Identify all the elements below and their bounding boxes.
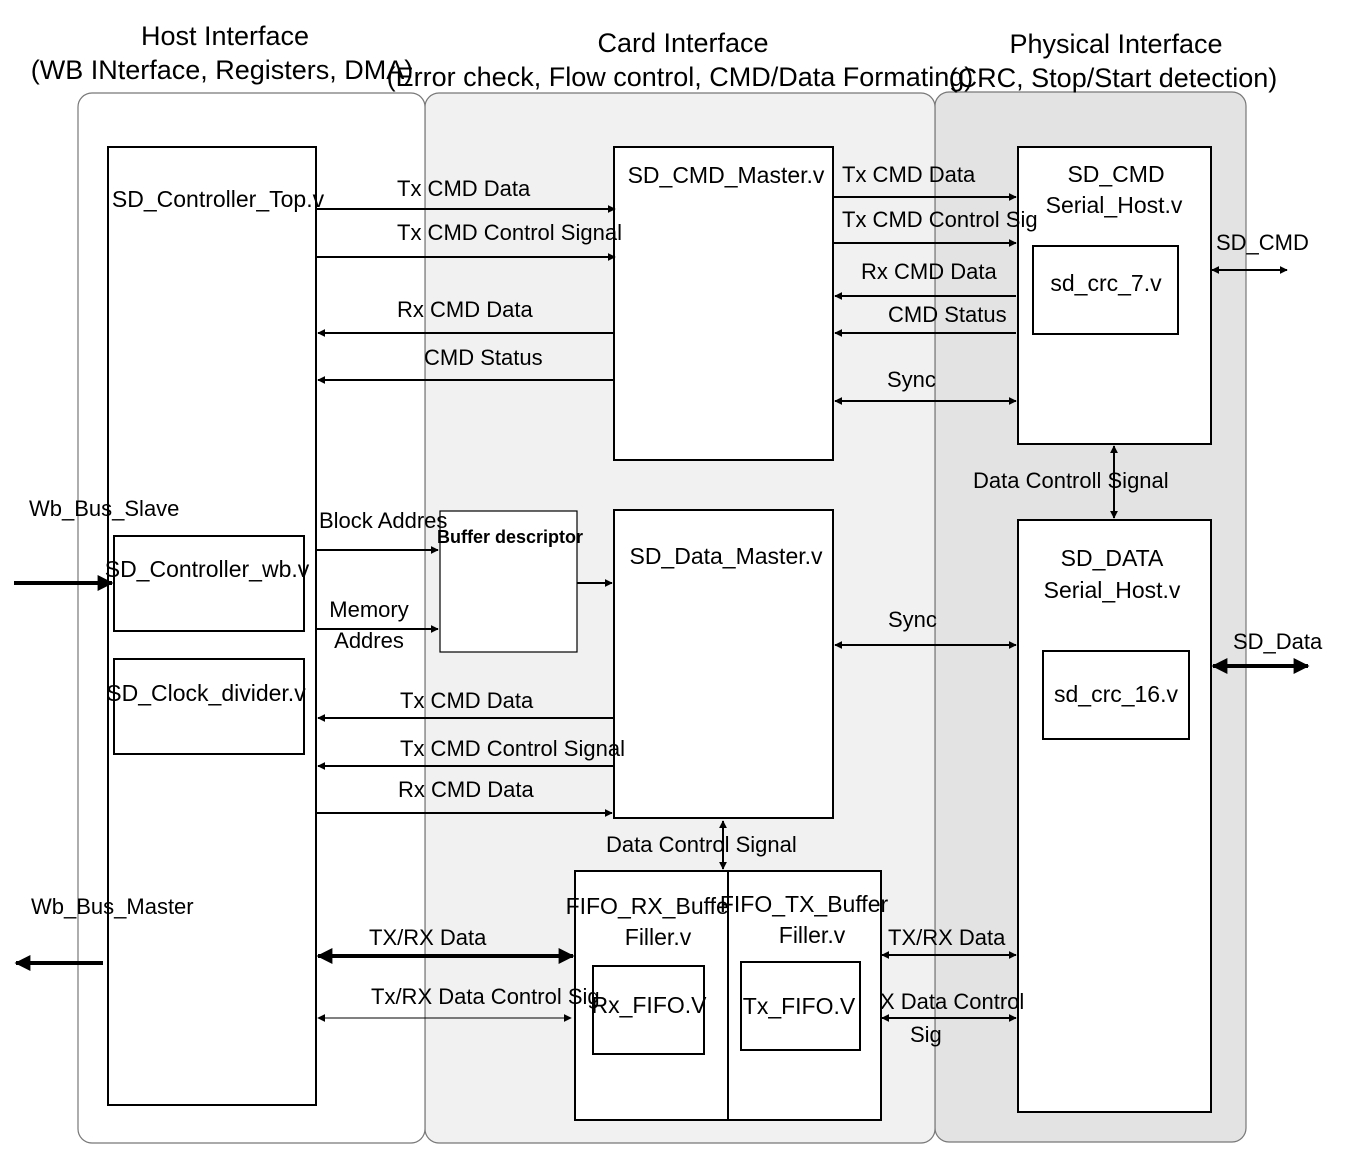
- sd-data-master-block: [613, 509, 834, 819]
- addres-label: Addres: [334, 628, 404, 653]
- sd-cmd-label: SD_CMD: [1216, 230, 1309, 255]
- sd-data-serial-host-label-2: Serial_Host.v: [1044, 577, 1181, 603]
- fifo-tx-buffer-filler-label-2: Filler.v: [779, 922, 846, 948]
- right-cmd-status-label: CMD Status: [888, 302, 1007, 327]
- sd-controller-top-label: SD_Controller_Top.v: [112, 186, 325, 212]
- sd-data-serial-host-label-1: SD_DATA: [1061, 545, 1164, 571]
- txrx-ctrl-right-label-1: X Data Control: [880, 989, 1024, 1014]
- low-tx-cmd-ctrl-label: Tx CMD Control Signal: [400, 736, 625, 761]
- sd-data-serial-host-block: [1017, 519, 1212, 1113]
- top-rx-cmd-data-label: Rx CMD Data: [397, 297, 533, 322]
- sd-crc-7-block: [1032, 245, 1179, 335]
- sd-controller-wb-label: SD_Controller_wb.v: [105, 556, 310, 582]
- right-tx-cmd-data-label: Tx CMD Data: [842, 162, 976, 187]
- physical-interface-subtitle: (CRC, Stop/Start detection): [949, 63, 1278, 93]
- sd-cmd-serial-host-label-1: SD_CMD: [1067, 161, 1164, 187]
- physical-interface-title: Physical Interface: [1009, 29, 1222, 59]
- sd-clock-divider-label: SD_Clock_divider.v: [106, 680, 306, 706]
- txrx-ctrl-right-label-2: Sig: [910, 1022, 942, 1047]
- tx-fifo-block: [740, 961, 861, 1051]
- data-control-signal-label: Data Control Signal: [606, 832, 797, 857]
- txrx-ctrl-left-label: Tx/RX Data Control Sig: [371, 984, 600, 1009]
- fifo-rx-buffer-filler-label-1: FIFO_RX_Buffer: [566, 893, 737, 919]
- sd-crc-16-block: [1042, 650, 1190, 740]
- memory-label: Memory: [329, 597, 408, 622]
- fifo-tx-buffer-filler-label-1: FIFO_TX_Buffer: [720, 891, 889, 917]
- card-interface-subtitle: (Error check, Flow control, CMD/Data For…: [387, 62, 974, 92]
- low-rx-cmd-data-label: Rx CMD Data: [398, 777, 534, 802]
- sd-clock-divider-block: [113, 658, 305, 755]
- tx-fifo-label: Tx_FIFO.V: [743, 993, 856, 1019]
- block-addres-label: Block Addres: [319, 508, 447, 533]
- low-tx-cmd-data-label: Tx CMD Data: [400, 688, 534, 713]
- top-tx-cmd-ctrl-label: Tx CMD Control Signal: [397, 220, 622, 245]
- right-tx-cmd-ctrl-label: Tx CMD Control Sig: [842, 207, 1038, 232]
- card-interface-title: Card Interface: [597, 28, 768, 58]
- buffer-descriptor-block: [439, 510, 578, 653]
- wb-bus-master-label: Wb_Bus_Master: [31, 894, 194, 919]
- sd-data-label: SD_Data: [1233, 629, 1323, 654]
- host-interface-subtitle: (WB INterface, Registers, DMA): [31, 55, 414, 85]
- fifo-rx-buffer-filler-label-2: Filler.v: [625, 924, 692, 950]
- sd-controller-wb-block: [113, 535, 305, 632]
- sync-cmd-label: Sync: [887, 367, 936, 392]
- sd-data-master-label: SD_Data_Master.v: [629, 543, 823, 569]
- right-rx-cmd-data-label: Rx CMD Data: [861, 259, 997, 284]
- rx-fifo-label: Rx_FIFO.V: [591, 992, 707, 1018]
- sd-cmd-serial-host-label-2: Serial_Host.v: [1046, 192, 1183, 218]
- txrx-data-left-label: TX/RX Data: [369, 925, 487, 950]
- host-interface-title: Host Interface: [141, 21, 309, 51]
- sync-data-label: Sync: [888, 607, 937, 632]
- rx-fifo-block: [592, 965, 705, 1055]
- sd-crc-16-label: sd_crc_16.v: [1054, 681, 1179, 707]
- sd-cmd-master-label: SD_CMD_Master.v: [628, 162, 825, 188]
- txrx-data-right-label: TX/RX Data: [888, 925, 1006, 950]
- sd-crc-7-label: sd_crc_7.v: [1050, 270, 1162, 296]
- sd-cmd-master-block: [613, 146, 834, 461]
- data-controll-signal-label: Data Controll Signal: [973, 468, 1169, 493]
- top-cmd-status-label: CMD Status: [424, 345, 543, 370]
- top-tx-cmd-data-label: Tx CMD Data: [397, 176, 531, 201]
- wb-bus-slave-label: Wb_Bus_Slave: [29, 496, 179, 521]
- buffer-descriptor-label: Buffer descriptor: [437, 527, 583, 547]
